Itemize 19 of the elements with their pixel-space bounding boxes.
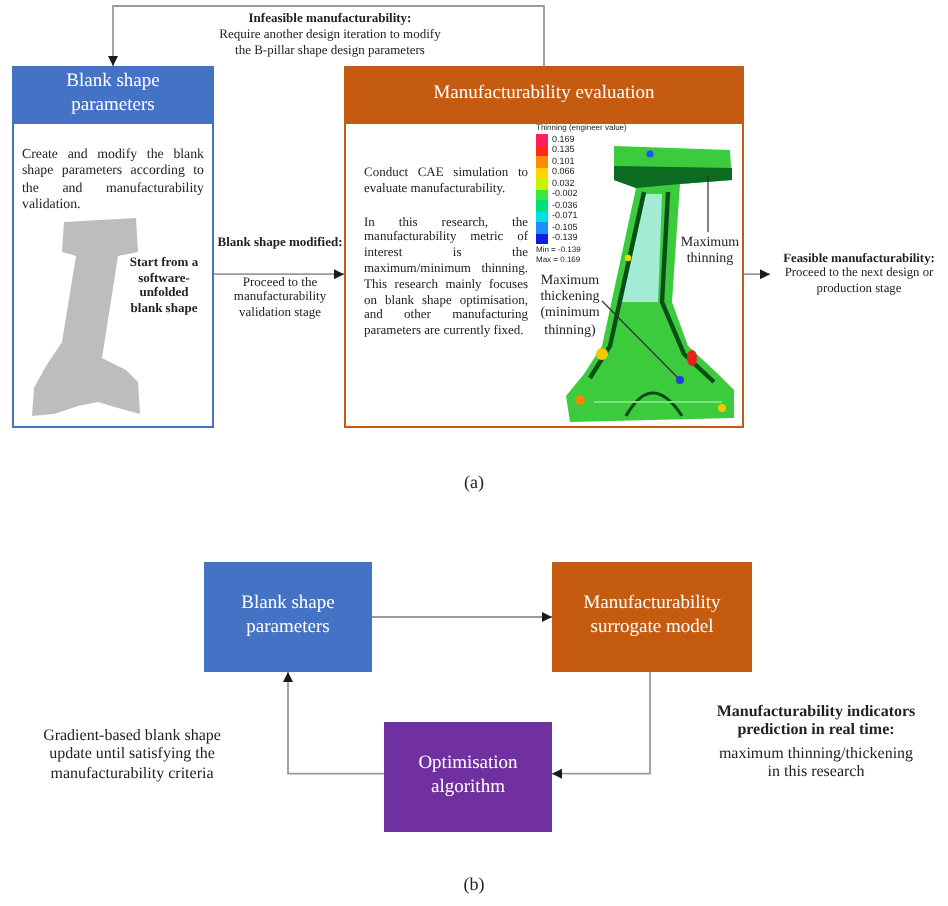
arrow — [371, 612, 553, 622]
panel-header: Manufacturability evaluation — [344, 66, 744, 124]
edge-label: Gradient-based blank shape update until satisfying the manufacturability criteria — [41, 726, 223, 783]
process-panel — [344, 66, 744, 428]
leader-line — [707, 175, 709, 233]
figure-caption: (b) — [461, 874, 487, 896]
panel-header: Blank shape parameters — [12, 66, 214, 124]
arrow — [551, 671, 651, 779]
figure-caption: (a) — [462, 472, 486, 494]
arrow — [743, 269, 771, 280]
edge-label: Manufacturability indicators prediction in real time: maximum thinning/thickening in this research — [714, 702, 918, 781]
leader-line — [601, 300, 679, 379]
arrow — [108, 5, 545, 67]
process-panel — [12, 66, 214, 428]
process-box: Manufacturability surrogate model — [552, 562, 752, 672]
process-box: Blank shape parameters — [204, 562, 372, 672]
process-box: Optimisation algorithm — [384, 722, 552, 832]
arrow — [213, 269, 345, 280]
arrow — [283, 671, 385, 775]
